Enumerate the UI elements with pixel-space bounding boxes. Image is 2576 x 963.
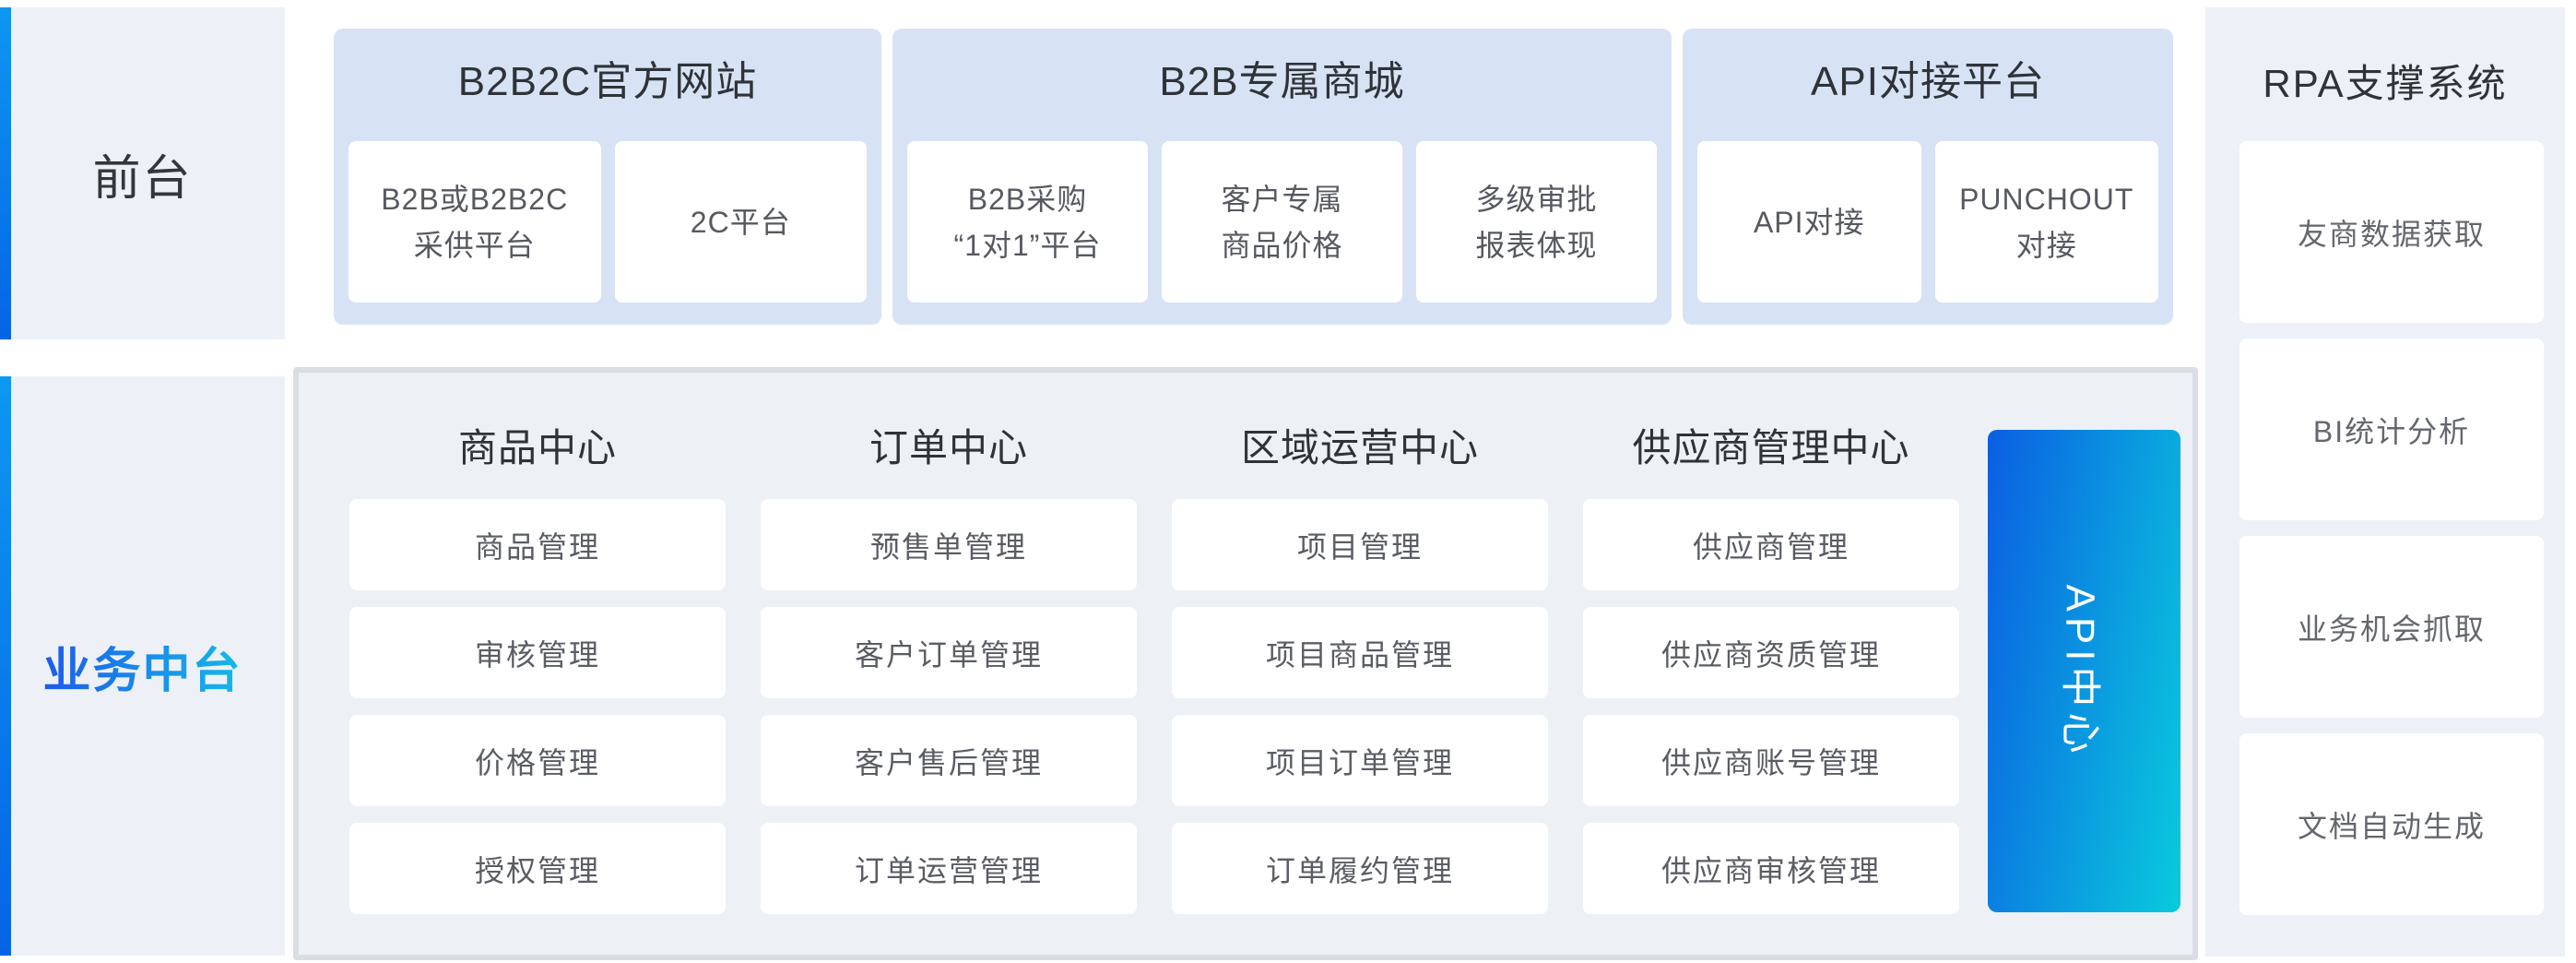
front-rail-label: 前台: [92, 151, 193, 206]
center-column-title: 区域运营中心: [1240, 426, 1479, 470]
rpa-support-panel: RPA支撑系统 友商数据获取 BI统计分析 业务机会抓取 文档自动生成: [2205, 7, 2565, 957]
center-card: 供应商资质管理: [1583, 607, 1959, 698]
front-accent-bar: [0, 7, 11, 339]
rpa-card: 业务机会抓取: [2239, 536, 2544, 718]
center-card: 项目管理: [1172, 499, 1548, 590]
center-column-title: 商品中心: [457, 426, 617, 470]
front-section-title: B2B专属商城: [1159, 59, 1405, 104]
center-card: 客户售后管理: [761, 715, 1137, 806]
middle-platform-rail-label: 业务中台: [42, 632, 242, 701]
center-card-list: 预售单管理 客户订单管理 客户售后管理 订单运营管理: [761, 499, 1137, 914]
front-card: API对接: [1697, 141, 1921, 303]
api-center-label: API中心: [2057, 584, 2103, 758]
center-card: 价格管理: [349, 715, 726, 806]
center-column-regional-operation: 区域运营中心 项目管理 项目商品管理 项目订单管理 订单履约管理: [1172, 373, 1548, 955]
center-card: 订单履约管理: [1172, 823, 1548, 914]
front-rail-block: 前台: [0, 7, 285, 339]
rpa-card: 友商数据获取: [2239, 141, 2544, 323]
center-card: 项目订单管理: [1172, 715, 1548, 806]
front-card: 多级审批 报表体现: [1416, 141, 1657, 303]
rpa-card-list: 友商数据获取 BI统计分析 业务机会抓取 文档自动生成: [2239, 141, 2544, 915]
middle-platform-accent-bar: [0, 376, 11, 956]
front-section-b2b-mall: B2B专属商城 B2B采购 “1对1”平台 客户专属 商品价格 多级审批 报表体…: [892, 29, 1672, 325]
center-card: 预售单管理: [761, 499, 1137, 590]
center-card: 商品管理: [349, 499, 726, 590]
center-card-list: 供应商管理 供应商资质管理 供应商账号管理 供应商审核管理: [1583, 499, 1959, 914]
front-section-title: API对接平台: [1811, 59, 2045, 104]
center-card: 审核管理: [349, 607, 726, 698]
center-card: 客户订单管理: [761, 607, 1137, 698]
center-card: 供应商管理: [1583, 499, 1959, 590]
front-card-row: B2B或B2B2C 采供平台 2C平台: [349, 141, 867, 303]
center-card: 订单运营管理: [761, 823, 1137, 914]
front-card-row: API对接 PUNCHOUT 对接: [1697, 141, 2158, 303]
middle-platform-rail-block: 业务中台: [0, 376, 285, 956]
center-card: 供应商账号管理: [1583, 715, 1959, 806]
front-card: PUNCHOUT 对接: [1934, 141, 2158, 303]
api-center-bar: API中心: [1988, 430, 2180, 912]
front-card: 客户专属 商品价格: [1162, 141, 1402, 303]
center-column-supplier-management: 供应商管理中心 供应商管理 供应商资质管理 供应商账号管理 供应商审核管理: [1583, 373, 1959, 955]
front-card: B2B或B2B2C 采供平台: [349, 141, 601, 303]
front-card: B2B采购 “1对1”平台: [907, 141, 1148, 303]
front-card-row: B2B采购 “1对1”平台 客户专属 商品价格 多级审批 报表体现: [907, 141, 1657, 303]
center-column-product: 商品中心 商品管理 审核管理 价格管理 授权管理: [349, 373, 726, 955]
center-card-list: 商品管理 审核管理 价格管理 授权管理: [349, 499, 726, 914]
center-card: 供应商审核管理: [1583, 823, 1959, 914]
center-column-title: 订单中心: [869, 426, 1028, 470]
center-column-order: 订单中心 预售单管理 客户订单管理 客户售后管理 订单运营管理: [761, 373, 1137, 955]
front-section-b2b2c-website: B2B2C官方网站 B2B或B2B2C 采供平台 2C平台: [334, 29, 881, 325]
center-column-title: 供应商管理中心: [1632, 426, 1910, 470]
front-section-title: B2B2C官方网站: [457, 59, 758, 104]
middle-platform-panel: 商品中心 商品管理 审核管理 价格管理 授权管理 订单中心 预售单管理 客户订单…: [293, 367, 2198, 960]
center-card: 授权管理: [349, 823, 726, 914]
rpa-card: 文档自动生成: [2239, 733, 2544, 915]
front-card: 2C平台: [614, 141, 867, 303]
center-card-list: 项目管理 项目商品管理 项目订单管理 订单履约管理: [1172, 499, 1548, 914]
front-section-api-platform: API对接平台 API对接 PUNCHOUT 对接: [1683, 29, 2173, 325]
rpa-card: BI统计分析: [2239, 339, 2544, 520]
center-card: 项目商品管理: [1172, 607, 1548, 698]
rpa-panel-title: RPA支撑系统: [2263, 62, 2508, 105]
